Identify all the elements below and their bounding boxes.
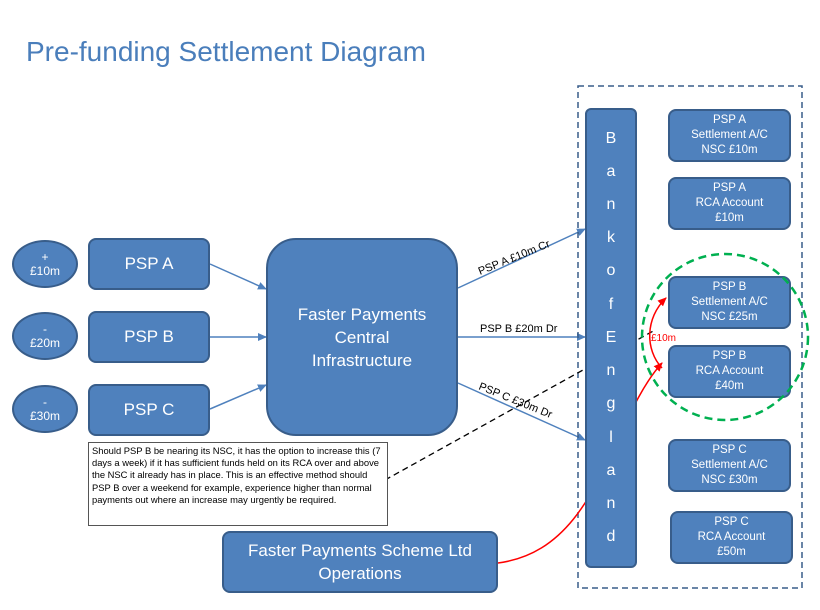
note-pointer-line [384,329,656,481]
boe-letter: n [606,362,616,380]
boe-letter: B [605,129,617,147]
flow-label-psp-a: PSP A £10m Cr [477,238,552,278]
account-line: £50m [717,546,746,558]
account-line: PSP B [712,281,747,293]
psp-b-rca-account: PSP B RCA Account £40m [668,345,791,398]
boe-letter: n [606,196,616,214]
boe-letter: a [606,461,616,479]
central-to-boe-c-arrow [457,382,586,441]
boe-letter: a [606,162,616,180]
flow-label-psp-c: PSP C £30m Dr [477,381,554,421]
psp-label: PSP B [124,327,174,346]
account-line: PSP A [712,114,747,126]
account-line: PSP C [714,516,749,528]
boe-letter: l [609,428,613,446]
transfer-label: £10m [651,333,676,344]
boe-letter: d [606,528,616,546]
boe-letter: o [606,262,616,280]
psp-label: PSP C [123,400,175,419]
central-line: Central [334,327,390,347]
boe-letter: k [607,229,615,247]
psp-a-rca-account: PSP A RCA Account £10m [668,177,791,230]
psp-a-balance-oval: + £10m [12,240,78,288]
account-line: Settlement A/C [691,296,768,308]
bank-boundary [577,85,803,589]
psp-b-balance-oval: - £20m [12,312,78,360]
psp-a-box: PSP A [88,238,210,290]
account-line: NSC £10m [701,144,758,156]
psp-c-balance-oval: - £30m [12,385,78,433]
account-line: Settlement A/C [691,459,768,471]
oval-amount: £10m [29,264,61,278]
psp-b-highlight-ring [640,252,810,422]
psp-c-settlement-account: PSP C Settlement A/C NSC £30m [668,439,791,492]
oval-amount: £30m [29,409,61,423]
operations-line: Operations [318,564,402,583]
operations-line: Faster Payments Scheme Ltd [248,541,472,560]
account-line: £10m [715,212,744,224]
account-line: PSP A [712,182,747,194]
account-line: PSP C [712,444,747,456]
psp-label: PSP A [124,254,174,273]
central-to-boe-a-arrow [457,228,586,289]
operations-box: Faster Payments Scheme Ltd Operations [222,531,498,593]
boe-letter: n [606,495,616,513]
oval-sign: - [43,395,47,409]
account-line: Settlement A/C [691,129,768,141]
oval-sign: + [41,250,49,264]
account-line: RCA Account [695,197,764,209]
psp-a-to-central-arrow [209,263,267,290]
account-line: NSC £25m [701,311,758,323]
rca-to-settlement-transfer-arrow [649,297,667,369]
account-line: £40m [715,380,744,392]
flow-label-psp-b: PSP B £20m Dr [480,323,558,335]
account-line: PSP B [712,350,747,362]
psp-c-to-central-arrow [209,384,267,410]
psp-c-box: PSP C [88,384,210,436]
boe-letter: g [606,395,616,413]
oval-amount: £20m [29,336,61,350]
psp-a-settlement-account: PSP A Settlement A/C NSC £10m [668,109,791,162]
central-line: Infrastructure [311,350,413,370]
account-line: RCA Account [697,531,766,543]
psp-b-settlement-account: PSP B Settlement A/C NSC £25m [668,276,791,329]
page-title: Pre-funding Settlement Diagram [26,36,426,67]
boe-letter: E [605,328,617,346]
psp-b-box: PSP B [88,311,210,363]
account-line: NSC £30m [701,474,758,486]
central-infrastructure-box: Faster Payments Central Infrastructure [266,238,458,436]
account-line: RCA Account [695,365,764,377]
oval-sign: - [43,322,47,336]
central-line: Faster Payments [297,304,427,324]
boe-letter: f [608,295,614,313]
psp-c-rca-account: PSP C RCA Account £50m [670,511,793,564]
nsc-increase-note: Should PSP B be nearing its NSC, it has … [88,442,388,526]
